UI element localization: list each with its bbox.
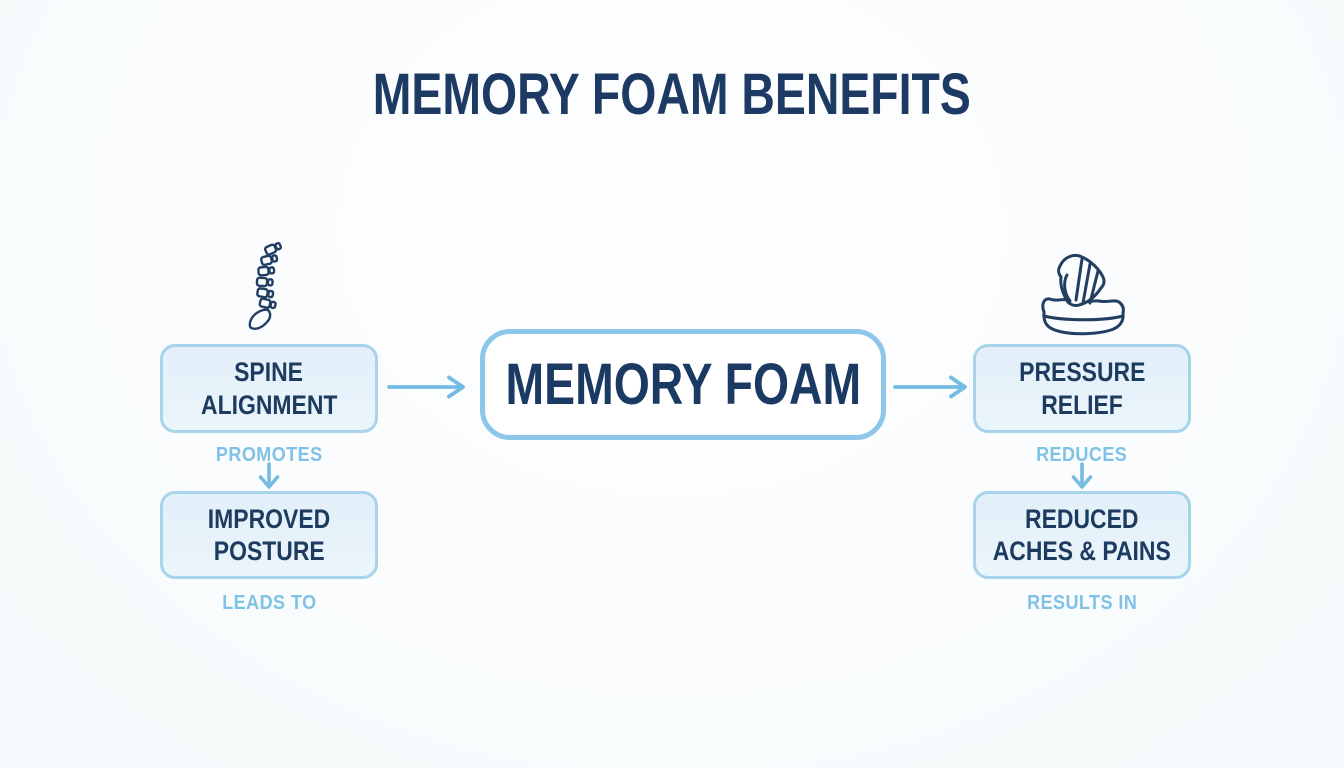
arrow-left-to-center-icon (387, 374, 469, 400)
page-title: MEMORY FOAM BENEFITS (0, 66, 1344, 124)
center-box-label: MEMORY FOAM (505, 351, 861, 417)
box-reduced-aches-pains-line1: REDUCED (1025, 503, 1139, 534)
spine-icon (242, 240, 288, 336)
arrow-center-to-right-icon (893, 374, 971, 400)
box-pressure-relief-line2: RELIEF (1041, 389, 1123, 420)
box-reduced-aches-pains-line2: ACHES & PAINS (992, 536, 1172, 566)
box-pressure-relief: PRESSURE RELIEF (973, 344, 1191, 433)
box-improved-posture-line1: IMPROVED (207, 503, 331, 534)
label-reduces: REDUCES (1036, 444, 1128, 466)
box-improved-posture: IMPROVED POSTURE (160, 491, 378, 579)
label-results-in: RESULTS IN (1026, 592, 1138, 614)
arrow-down-left-icon (256, 462, 282, 490)
arrow-down-right-icon (1069, 462, 1095, 490)
box-pressure-relief-line1: PRESSURE (1018, 357, 1146, 388)
box-spine-alignment-line1: SPINE (234, 357, 304, 388)
box-spine-alignment-line2: ALIGNMENT (200, 389, 338, 420)
hand-pressing-foam-icon (1030, 250, 1134, 342)
box-improved-posture-line2: POSTURE (213, 536, 325, 566)
label-leads-to: LEADS TO (221, 592, 317, 614)
center-box-memory-foam: MEMORY FOAM (480, 329, 886, 440)
label-promotes: PROMOTES (215, 444, 323, 466)
box-reduced-aches-pains: REDUCED ACHES & PAINS (973, 491, 1191, 579)
box-spine-alignment: SPINE ALIGNMENT (160, 344, 378, 433)
page-title-text: MEMORY FOAM BENEFITS (372, 62, 972, 127)
